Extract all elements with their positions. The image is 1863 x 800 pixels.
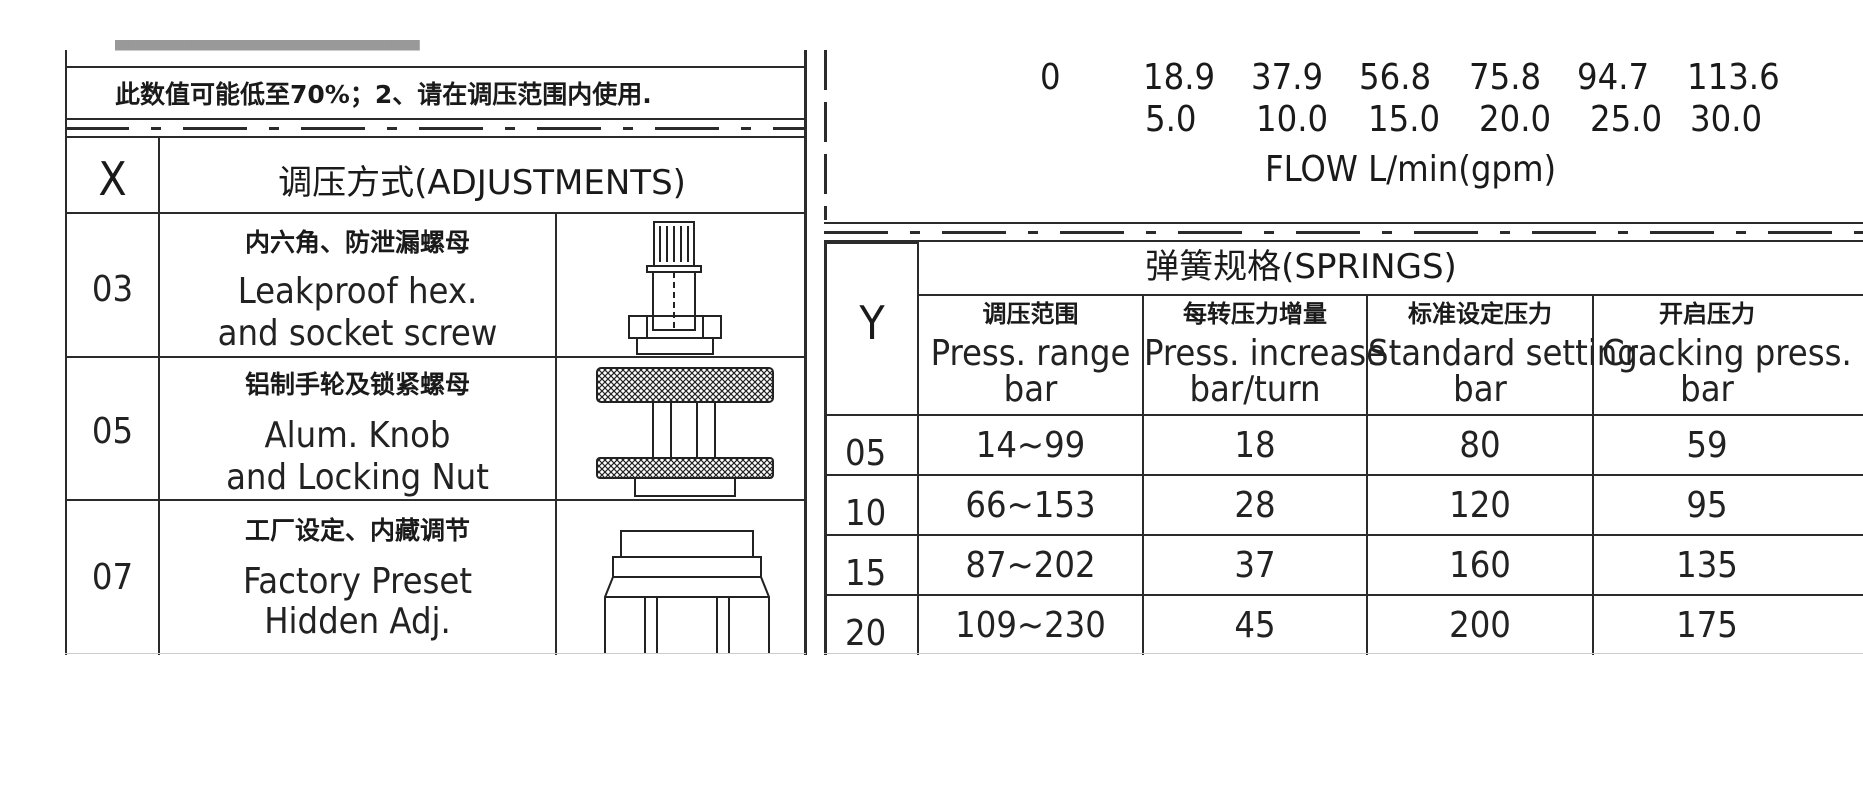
header-cn: 标准设定压力 bbox=[1408, 300, 1552, 328]
adjustment-en1: Alum. Knob bbox=[264, 415, 451, 456]
flow-axis-label: FLOW L/min(gpm) bbox=[1265, 149, 1557, 190]
adjustment-code: 07 bbox=[91, 557, 134, 598]
header-en: Standard setting bbox=[1368, 333, 1638, 374]
adjustment-en1: Factory Preset bbox=[242, 561, 473, 602]
header-en: Press. increase bbox=[1144, 333, 1387, 374]
note-text: 此数值可能低至70%；2、请在调压范围内使用. bbox=[115, 80, 652, 109]
header-cn: 开启压力 bbox=[1659, 300, 1755, 328]
note-cutoff-line: ██████████████████████ bbox=[115, 40, 420, 51]
spring-increase: 45 bbox=[1234, 605, 1276, 646]
spring-setting: 80 bbox=[1459, 425, 1501, 466]
spring-increase: 18 bbox=[1234, 425, 1276, 466]
adjustment-code: 05 bbox=[91, 411, 134, 452]
spring-range: 66~153 bbox=[965, 485, 1096, 526]
springs-title: 弹簧规格(SPRINGS) bbox=[1145, 247, 1457, 287]
y-column-label: Y bbox=[859, 296, 885, 350]
lpm-tick: 0 bbox=[1040, 57, 1061, 98]
header-en: Cracking press. bbox=[1602, 333, 1852, 374]
spring-range: 87~202 bbox=[965, 545, 1096, 586]
spring-cracking: 95 bbox=[1686, 485, 1728, 526]
header-unit: bar bbox=[1003, 369, 1058, 410]
lpm-tick: 37.9 bbox=[1251, 57, 1324, 98]
spring-cracking: 135 bbox=[1676, 545, 1738, 586]
gpm-tick: 5.0 bbox=[1145, 99, 1197, 140]
gpm-tick: 25.0 bbox=[1590, 99, 1663, 140]
spring-setting: 200 bbox=[1449, 605, 1511, 646]
spring-range: 109~230 bbox=[955, 605, 1106, 646]
spring-setting: 160 bbox=[1449, 545, 1511, 586]
spring-y: 10 bbox=[845, 493, 887, 534]
adjustment-cn: 工厂设定、内藏调节 bbox=[244, 516, 470, 545]
adjustment-en2: and Locking Nut bbox=[226, 457, 489, 498]
spring-setting: 120 bbox=[1449, 485, 1511, 526]
springs-header-cracking: 开启压力 Cracking press. bar bbox=[1594, 294, 1863, 414]
lpm-tick: 18.9 bbox=[1143, 57, 1216, 98]
lpm-tick: 75.8 bbox=[1469, 57, 1542, 98]
adjustment-cn: 内六角、防泄漏螺母 bbox=[244, 228, 470, 257]
header-unit: bar bbox=[1680, 369, 1734, 410]
lpm-tick: 94.7 bbox=[1577, 57, 1650, 98]
spring-cracking: 175 bbox=[1676, 605, 1738, 646]
spring-increase: 28 bbox=[1234, 485, 1276, 526]
spring-y: 20 bbox=[845, 613, 887, 654]
spring-increase: 37 bbox=[1234, 545, 1276, 586]
header-cn: 调压范围 bbox=[982, 300, 1079, 328]
adjustment-code: 03 bbox=[91, 269, 134, 310]
header-en: Press. range bbox=[930, 333, 1131, 374]
gpm-tick: 30.0 bbox=[1690, 99, 1763, 140]
header-unit: bar/turn bbox=[1189, 369, 1321, 410]
lpm-tick: 56.8 bbox=[1359, 57, 1432, 98]
gpm-tick: 15.0 bbox=[1368, 99, 1441, 140]
adjustment-en2: and socket screw bbox=[217, 313, 498, 354]
adjustment-en2: Hidden Adj. bbox=[264, 601, 451, 642]
spring-y: 05 bbox=[845, 433, 887, 474]
factory-preset-illustration bbox=[604, 530, 770, 653]
hex-socket-screw-illustration bbox=[628, 221, 722, 355]
gpm-tick: 20.0 bbox=[1479, 99, 1552, 140]
header-unit: bar bbox=[1453, 369, 1507, 410]
aluminum-knob-illustration bbox=[596, 367, 774, 497]
lpm-tick: 113.6 bbox=[1687, 57, 1780, 98]
gpm-tick: 10.0 bbox=[1256, 99, 1329, 140]
adjustments-title: 调压方式(ADJUSTMENTS) bbox=[278, 163, 686, 203]
spring-range: 14~99 bbox=[975, 425, 1086, 466]
adjustment-en1: Leakproof hex. bbox=[237, 271, 478, 312]
spring-cracking: 59 bbox=[1686, 425, 1728, 466]
spring-y: 15 bbox=[845, 553, 887, 594]
header-cn: 每转压力增量 bbox=[1183, 300, 1327, 328]
x-column-label: X bbox=[98, 152, 127, 206]
adjustment-cn: 铝制手轮及锁紧螺母 bbox=[244, 370, 470, 399]
